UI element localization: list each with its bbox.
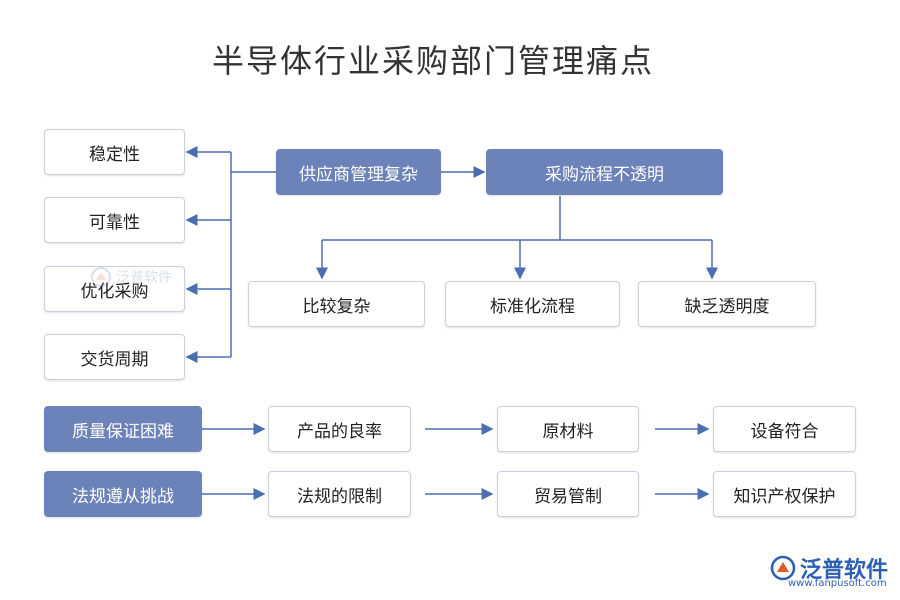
brand-url[interactable]: www.fanpusoft.com (788, 578, 887, 589)
brand-logo: 泛普软件 (770, 552, 888, 584)
node-stability: 稳定性 (44, 129, 185, 175)
node-optimize-procurement: 优化采购 (44, 266, 185, 312)
node-equipment-compliance: 设备符合 (713, 406, 856, 452)
node-procurement-process: 采购流程不透明 (486, 149, 723, 195)
node-raw-material: 原材料 (497, 406, 639, 452)
node-lack-transparency: 缺乏透明度 (638, 281, 816, 327)
node-reliability: 可靠性 (44, 197, 185, 243)
node-delivery-cycle: 交货周期 (44, 334, 185, 380)
node-quality-assurance: 质量保证困难 (44, 406, 202, 452)
node-trade-control: 贸易管制 (497, 471, 639, 517)
fanpu-logo-icon (770, 555, 796, 581)
page-title: 半导体行业采购部门管理痛点 (211, 42, 654, 80)
node-ip-protection: 知识产权保护 (713, 471, 856, 517)
node-complex-comparison: 比较复杂 (248, 281, 425, 327)
node-supplier-management: 供应商管理复杂 (276, 149, 441, 195)
brand-name: 泛普软件 (800, 558, 889, 583)
node-standard-process: 标准化流程 (445, 281, 620, 327)
node-product-yield: 产品的良率 (268, 406, 411, 452)
node-regulatory-compliance: 法规遵从挑战 (44, 471, 202, 517)
node-regulation-limits: 法规的限制 (268, 471, 411, 517)
